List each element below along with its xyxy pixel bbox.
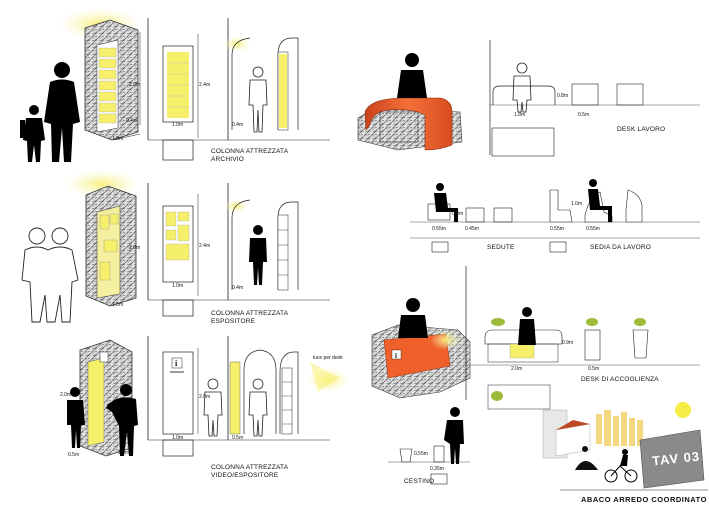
sedute-group — [410, 179, 700, 253]
sheet-title: ABACO ARREDO COORDINATO — [581, 495, 707, 504]
person-outline-video — [203, 378, 223, 437]
video-side-depth: 0.5m — [232, 435, 244, 441]
accoglienza-dim-height: 0.9m — [562, 340, 574, 346]
sedute-dim-a: 0.55m — [432, 226, 446, 232]
archivio-dim-depth: 0.4m — [126, 118, 138, 124]
svg-text:i: i — [395, 352, 397, 360]
sedia-dim-a: 0.55m — [550, 226, 564, 232]
espositore-front-height: 2.4m — [199, 243, 211, 249]
plant-icon — [491, 318, 646, 326]
accoglienza-caption: DESK DI ACCOGLIENZA — [581, 376, 659, 383]
seated-person-silhouette — [397, 53, 427, 98]
sedia-dim-b: 0.55m — [586, 226, 600, 232]
espositore-caption-1: COLONNA ATTREZZATA — [211, 310, 289, 317]
espositore-caption-2: ESPOSITORE — [211, 318, 256, 325]
two-people-silhouette — [67, 384, 138, 456]
cestino-dim-height: 0.55m — [414, 451, 428, 457]
espositore-group — [21, 170, 330, 323]
accoglienza-note: luce per desk — [313, 355, 343, 361]
desk-lavoro-dim-depth: 0.5m — [578, 112, 590, 118]
video-front-width: 1.0m — [172, 435, 184, 441]
info-icon: i — [170, 357, 184, 373]
archivio-group — [20, 8, 330, 162]
cestino-person-silhouette — [444, 407, 464, 464]
sedute-dim-b: 0.45m — [465, 226, 479, 232]
adult-child-silhouette — [20, 62, 80, 162]
info-icon-desk: i — [391, 349, 402, 360]
cestino-group — [388, 407, 470, 485]
work-chair-seated-person — [549, 179, 643, 223]
sedute-caption: SEDUTE — [487, 244, 515, 251]
espositore-side-depth: 0.4m — [232, 285, 244, 291]
video-group: i — [67, 336, 350, 457]
sedia-caption: SEDIA DA LAVORO — [590, 244, 652, 251]
cestino-dim-width: 0.35m — [430, 466, 444, 472]
sedia-dim-height: 1.0m — [571, 201, 583, 207]
video-front-height: 2.0m — [199, 394, 211, 400]
cyclist-icon — [604, 457, 638, 483]
espositore-dim-width: 1.0m — [112, 302, 124, 308]
accoglienza-dim-width: 2.0m — [511, 366, 523, 372]
archivio-dim-width: 1.0m — [112, 136, 124, 142]
couple-outline — [21, 227, 79, 323]
person-outline — [248, 66, 268, 133]
video-caption-2: VIDEO/ESPOSITORE — [211, 472, 279, 479]
cestino-caption: CESTINO — [404, 478, 435, 485]
video-caption-1: COLONNA ATTREZZATA — [211, 464, 289, 471]
archivio-front-width: 1.0m — [172, 122, 184, 128]
scene-collage — [542, 402, 705, 489]
espositore-front-width: 1.0m — [172, 283, 184, 289]
sedute-dim-height: 0.8m — [452, 211, 464, 217]
desk-lavoro-dim-height: 0.8m — [557, 93, 569, 99]
desk-lavoro-caption: DESK LAVORO — [617, 126, 666, 133]
standing-person-outline — [512, 62, 532, 113]
archivio-side-depth: 0.4m — [232, 122, 244, 128]
video-dim-width: 1.0m — [118, 450, 130, 456]
receptionist-silhouette — [398, 298, 428, 338]
video-dim-height: 2.0m — [60, 392, 72, 398]
archivio-caption-1: COLONNA ATTREZZATA — [211, 148, 289, 155]
archivio-caption-2: ARCHIVIO — [211, 156, 245, 163]
archivio-dim-height: 2.0m — [129, 82, 141, 88]
accoglienza-group: i — [371, 266, 700, 410]
video-dim-depth: 0.5m — [68, 452, 80, 458]
person-silhouette — [249, 225, 267, 285]
archivio-front-height: 2.4m — [199, 82, 211, 88]
espositore-dim-height: 2.0m — [129, 245, 141, 251]
stool-seated-person — [427, 183, 458, 222]
accoglienza-dim-depth: 0.5m — [588, 366, 600, 372]
desk-lavoro-dim-width: 1.8m — [514, 112, 526, 118]
desk-lavoro-group — [357, 40, 700, 157]
svg-text:i: i — [175, 359, 178, 368]
